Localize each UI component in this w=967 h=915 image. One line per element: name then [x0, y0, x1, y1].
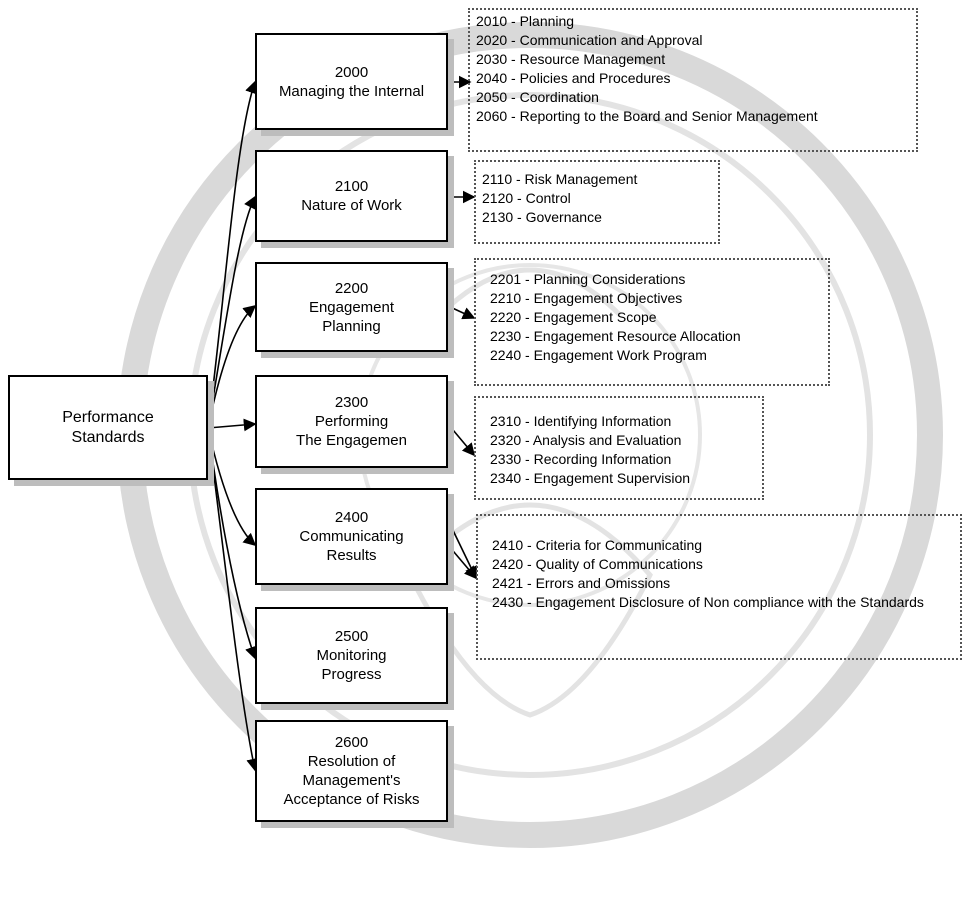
category-code: 2300: [335, 393, 368, 412]
detail-item: 2020 - Communication and Approval: [476, 31, 910, 50]
category-title-line: Management's: [303, 771, 401, 790]
detail-item: 2230 - Engagement Resource Allocation: [490, 327, 822, 346]
detail-item: 2040 - Policies and Procedures: [476, 69, 910, 88]
connector-root-2300: [208, 424, 255, 428]
category-code: 2500: [335, 627, 368, 646]
root-performance-standards: Performance Standards: [8, 375, 208, 480]
category-code: 2100: [335, 177, 368, 196]
detail-item: 2201 - Planning Considerations: [490, 270, 822, 289]
category-title-line: Acceptance of Risks: [284, 790, 420, 809]
category-code: 2000: [335, 63, 368, 82]
detail-group-2100: 2110 - Risk Management 2120 - Control 21…: [474, 160, 720, 244]
category-box-2500: 2500 Monitoring Progress: [255, 607, 448, 704]
category-title-line: Communicating: [299, 527, 403, 546]
detail-item: 2130 - Governance: [482, 208, 712, 227]
detail-group-2000: 2010 - Planning 2020 - Communication and…: [468, 8, 918, 152]
diagram-canvas: Performance Standards 2000 Managing the …: [0, 0, 967, 831]
category-box-2300: 2300 Performing The Engagemen: [255, 375, 448, 468]
category-box-2000: 2000 Managing the Internal: [255, 33, 448, 130]
detail-group-2300: 2310 - Identifying Information 2320 - An…: [474, 396, 764, 500]
category-title-line: Engagement: [309, 298, 394, 317]
category-box-2600: 2600 Resolution of Management's Acceptan…: [255, 720, 448, 822]
category-code: 2600: [335, 733, 368, 752]
root-label-line1: Performance: [62, 408, 154, 428]
detail-item: 2110 - Risk Management: [482, 170, 712, 189]
detail-item: 2010 - Planning: [476, 12, 910, 31]
connector-2300-details: [448, 424, 474, 455]
detail-item: 2410 - Criteria for Communicating: [492, 536, 954, 555]
detail-item: 2120 - Control: [482, 189, 712, 208]
connector-root-2600: [208, 428, 255, 770]
category-title-line: Resolution of: [308, 752, 396, 771]
detail-item: 2240 - Engagement Work Program: [490, 346, 822, 365]
category-title-line: Monitoring: [316, 646, 386, 665]
category-box-2200: 2200 Engagement Planning: [255, 262, 448, 352]
detail-item: 2030 - Resource Management: [476, 50, 910, 69]
category-title-line: Performing: [315, 412, 388, 431]
detail-item: 2430 - Engagement Disclosure of Non comp…: [492, 593, 952, 612]
detail-item: 2421 - Errors and Omissions: [492, 574, 954, 593]
root-label-line2: Standards: [72, 428, 145, 448]
category-title-line: Managing the Internal: [279, 82, 424, 101]
connector-root-2000: [208, 82, 255, 428]
category-title-line: Nature of Work: [301, 196, 402, 215]
category-title-line: Results: [326, 546, 376, 565]
detail-group-2400: 2410 - Criteria for Communicating 2420 -…: [476, 514, 962, 660]
detail-item: 2330 - Recording Information: [490, 450, 756, 469]
detail-item: 2340 - Engagement Supervision: [490, 469, 756, 488]
connector-2200-details: [448, 306, 474, 318]
detail-item: 2210 - Engagement Objectives: [490, 289, 822, 308]
detail-item: 2060 - Reporting to the Board and Senior…: [476, 107, 910, 126]
detail-item: 2220 - Engagement Scope: [490, 308, 822, 327]
category-title-line: Planning: [322, 317, 380, 336]
detail-item: 2310 - Identifying Information: [490, 412, 756, 431]
category-title-line: The Engagemen: [296, 431, 407, 450]
detail-group-2200: 2201 - Planning Considerations 2210 - En…: [474, 258, 830, 386]
detail-item: 2050 - Coordination: [476, 88, 910, 107]
category-code: 2200: [335, 279, 368, 298]
detail-item: 2420 - Quality of Communications: [492, 555, 954, 574]
category-box-2100: 2100 Nature of Work: [255, 150, 448, 242]
detail-item: 2320 - Analysis and Evaluation: [490, 431, 756, 450]
connector-root-2500: [208, 428, 255, 658]
category-box-2400: 2400 Communicating Results: [255, 488, 448, 585]
category-title-line: Progress: [321, 665, 381, 684]
category-code: 2400: [335, 508, 368, 527]
